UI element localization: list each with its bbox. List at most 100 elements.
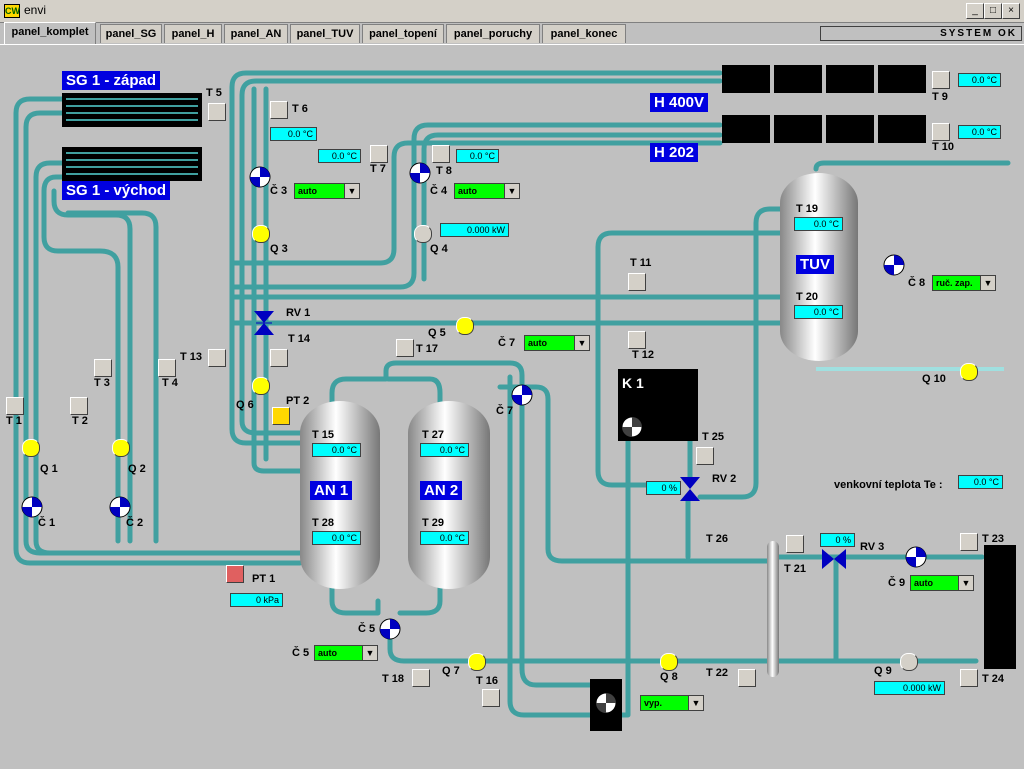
sensor-t4[interactable] <box>158 359 176 377</box>
flow-meter-q7[interactable] <box>468 653 486 671</box>
flow-meter-q3[interactable] <box>252 225 270 243</box>
sensor-t18[interactable] <box>412 669 430 687</box>
maximize-button[interactable]: □ <box>984 3 1002 19</box>
pump-c4[interactable] <box>409 162 431 184</box>
label-t11: T 11 <box>630 257 652 269</box>
pump-c9[interactable] <box>905 546 927 568</box>
mode-select-k1[interactable]: vyp. <box>640 695 691 711</box>
sensor-t11[interactable] <box>628 273 646 291</box>
valve-rv3[interactable] <box>822 549 846 569</box>
label-t8: T 8 <box>436 165 452 177</box>
sensor-t25[interactable] <box>696 447 714 465</box>
flow-meter-q5[interactable] <box>456 317 474 335</box>
pump-k1[interactable] <box>621 416 643 438</box>
mode-select-c7[interactable]: auto <box>524 335 575 351</box>
sensor-t22[interactable] <box>738 669 756 687</box>
mode-select-c4-arrow-icon[interactable]: ▼ <box>504 183 520 199</box>
tab-panel-sg[interactable]: panel_SG <box>100 24 162 43</box>
pump-c7[interactable] <box>511 384 533 406</box>
pump-c1[interactable] <box>21 496 43 518</box>
sensor-t5[interactable] <box>208 103 226 121</box>
flow-meter-q2[interactable] <box>112 439 130 457</box>
tab-panel-tuv[interactable]: panel_TUV <box>290 24 360 43</box>
label-c9: Č 9 <box>888 577 906 589</box>
sensor-t14[interactable] <box>270 349 288 367</box>
tab-panel-poruchy[interactable]: panel_poruchy <box>446 24 540 43</box>
sensor-t2[interactable] <box>70 397 88 415</box>
sensor-t17[interactable] <box>396 339 414 357</box>
sensor-t9[interactable] <box>932 71 950 89</box>
tab-panel-komplet[interactable]: panel_komplet <box>4 22 96 44</box>
pump-c8[interactable] <box>883 254 905 276</box>
exchanger-t23 <box>984 545 1016 669</box>
pump-c2[interactable] <box>109 496 131 518</box>
label-an1: AN 1 <box>310 481 353 500</box>
tab-panel-an[interactable]: panel_AN <box>224 24 288 43</box>
value-t10: 0.0 °C <box>958 125 1001 139</box>
flow-meter-q1[interactable] <box>22 439 40 457</box>
sensor-t7[interactable] <box>370 145 388 163</box>
flow-meter-q10[interactable] <box>960 363 978 381</box>
flow-meter-q6[interactable] <box>252 377 270 395</box>
tab-panel-topeni[interactable]: panel_topení <box>362 24 444 43</box>
flow-meter-q9[interactable] <box>900 653 918 671</box>
sensor-t23[interactable] <box>960 533 978 551</box>
mode-select-c9-arrow-icon[interactable]: ▼ <box>958 575 974 591</box>
pressure-sensor-pt1[interactable] <box>226 565 244 583</box>
mode-select-k1-arrow-icon[interactable]: ▼ <box>688 695 704 711</box>
value-t9: 0.0 °C <box>958 73 1001 87</box>
mode-select-c3[interactable]: auto <box>294 183 345 199</box>
label-q5: Q 5 <box>428 327 446 339</box>
flow-meter-q8[interactable] <box>660 653 678 671</box>
pump-unit-icon[interactable] <box>595 692 617 714</box>
label-t22: T 22 <box>706 667 729 679</box>
sensor-t16[interactable] <box>482 689 500 707</box>
tab-panel-h[interactable]: panel_H <box>164 24 222 43</box>
heater-h202-4 <box>878 115 926 143</box>
mode-select-c8[interactable]: ruč. zap. <box>932 275 983 291</box>
valve-rv1[interactable] <box>254 311 274 335</box>
value-t20: 0.0 °C <box>794 305 843 319</box>
pump-c5[interactable] <box>379 618 401 640</box>
sensor-t6[interactable] <box>270 101 288 119</box>
sensor-t12[interactable] <box>628 331 646 349</box>
valve-rv2[interactable] <box>680 477 700 501</box>
sensor-t13[interactable] <box>208 349 226 367</box>
minimize-button[interactable]: _ <box>966 3 984 19</box>
label-t20: T 20 <box>796 291 819 303</box>
label-c7a: Č 7 <box>498 337 516 349</box>
title-bar: CW envi _ □ × <box>0 0 1024 23</box>
mode-select-c3-arrow-icon[interactable]: ▼ <box>344 183 360 199</box>
label-pt1: PT 1 <box>252 573 276 585</box>
pump-c3[interactable] <box>249 166 271 188</box>
label-t26: T 26 <box>706 533 729 545</box>
value-rv3: 0 % <box>820 533 855 547</box>
mode-select-c4[interactable]: auto <box>454 183 505 199</box>
label-t10: T 10 <box>932 141 955 153</box>
label-h202: H 202 <box>650 143 699 162</box>
close-button[interactable]: × <box>1002 3 1020 19</box>
flow-meter-q4[interactable] <box>414 225 432 243</box>
mode-select-c7-arrow-icon[interactable]: ▼ <box>574 335 590 351</box>
mode-select-c9[interactable]: auto <box>910 575 961 591</box>
mode-select-c5[interactable]: auto <box>314 645 365 661</box>
sensor-t10[interactable] <box>932 123 950 141</box>
label-t19: T 19 <box>796 203 819 215</box>
label-q8: Q 8 <box>660 671 678 683</box>
value-t15: 0.0 °C <box>312 443 361 457</box>
label-t15: T 15 <box>312 429 335 441</box>
sensor-t1[interactable] <box>6 397 24 415</box>
sensor-t24[interactable] <box>960 669 978 687</box>
label-t16: T 16 <box>476 675 499 687</box>
sensor-t21[interactable] <box>786 535 804 553</box>
label-k1: K 1 <box>622 375 644 391</box>
mode-select-c5-arrow-icon[interactable]: ▼ <box>362 645 378 661</box>
sensor-t3[interactable] <box>94 359 112 377</box>
sensor-t8[interactable] <box>432 145 450 163</box>
tab-panel-konec[interactable]: panel_konec <box>542 24 626 43</box>
label-t7: T 7 <box>370 163 386 175</box>
label-t18: T 18 <box>382 673 405 685</box>
mode-select-c8-arrow-icon[interactable]: ▼ <box>980 275 996 291</box>
pressure-sensor-pt2[interactable] <box>272 407 290 425</box>
label-tuv: TUV <box>796 255 834 274</box>
